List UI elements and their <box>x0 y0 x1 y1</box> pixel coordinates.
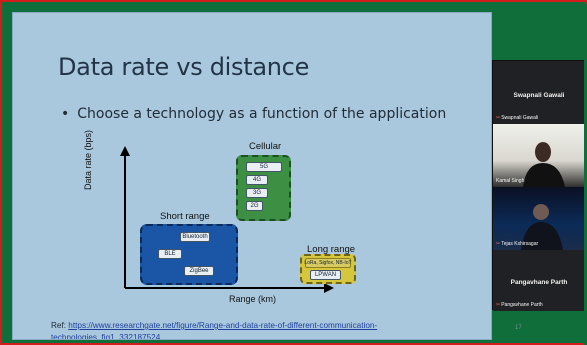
participant-caption: ✂Tejas Kshirsagar <box>496 241 539 247</box>
reference-link[interactable]: https://www.researchgate.net/figure/Rang… <box>51 321 378 340</box>
cellular-item: 5G <box>246 162 282 172</box>
cellular-item: 2G <box>246 201 263 211</box>
window-edge <box>584 4 587 345</box>
participant-caption: ✂Pangavhane Parth <box>496 302 543 308</box>
participant-tile[interactable]: Kamal Singh <box>493 124 585 187</box>
long-range-item: LoRa, Sigfox, NB-IoT <box>304 258 352 268</box>
participant-tile[interactable]: Swapnali Gawali ✂Swapnali Gawali <box>493 61 585 124</box>
participant-caption: ✂Swapnali Gawali <box>496 115 539 121</box>
participant-name: Pangavhane Parth <box>510 279 568 286</box>
slide-bullet: • Choose a technology as a function of th… <box>61 106 446 122</box>
range-diagram <box>100 128 420 304</box>
participant-name: Swapnali Gawali <box>513 92 565 99</box>
participants-panel: Swapnali Gawali ✂Swapnali Gawali Kamal S… <box>492 60 585 311</box>
shared-slide: Data rate vs distance • Choose a technolo… <box>12 12 492 340</box>
slide-title: Data rate vs distance <box>58 53 310 81</box>
slide-number: 17 <box>515 325 522 331</box>
cellular-title: Cellular <box>249 141 282 152</box>
participant-caption: Kamal Singh <box>496 178 525 184</box>
participant-video <box>523 142 565 187</box>
reference: Ref: https://www.researchgate.net/figure… <box>51 320 471 340</box>
reference-prefix: Ref: <box>51 321 69 330</box>
long-range-item: LPWAN <box>310 270 341 280</box>
bullet-dot: • <box>61 106 70 122</box>
bullet-text: Choose a technology as a function of the… <box>77 106 447 122</box>
mic-muted-icon: ✂ <box>496 115 501 121</box>
long-range-title: Long range <box>307 244 356 255</box>
cellular-group: 5G 4G 3G 2G <box>236 155 291 221</box>
cellular-item: 4G <box>246 175 268 185</box>
short-range-group: Bluetooth BLE ZigBee <box>140 224 238 285</box>
participant-tile[interactable]: Pangavhane Parth ✂Pangavhane Parth <box>493 250 585 311</box>
short-range-item: Bluetooth <box>180 232 210 242</box>
short-range-title: Short range <box>160 211 210 222</box>
participant-tile[interactable]: ✂Tejas Kshirsagar <box>493 187 585 250</box>
short-range-item: ZigBee <box>184 266 214 276</box>
long-range-group: LoRa, Sigfox, NB-IoT LPWAN <box>300 254 356 284</box>
participant-video <box>521 204 563 250</box>
mic-muted-icon: ✂ <box>496 241 501 247</box>
cellular-item: 3G <box>246 188 268 198</box>
axes-svg <box>120 146 334 293</box>
y-axis-label: Data rate (bps) <box>83 129 93 190</box>
x-axis-label: Range (km) <box>229 294 277 304</box>
short-range-item: BLE <box>158 249 182 259</box>
mic-muted-icon: ✂ <box>496 302 501 308</box>
